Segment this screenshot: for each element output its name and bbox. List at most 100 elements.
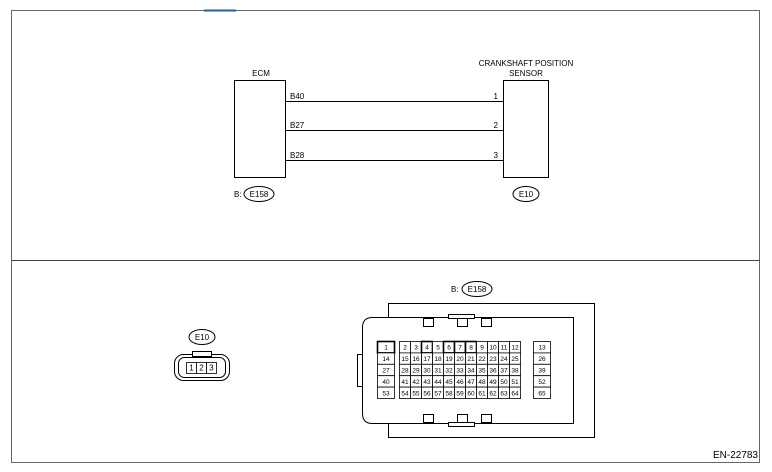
e158-bottom-latch bbox=[457, 414, 468, 423]
e158-pin: 45 bbox=[443, 375, 455, 388]
pin-number: 49 bbox=[489, 379, 497, 386]
pin-number: 1 bbox=[384, 345, 388, 352]
e158-top-latch bbox=[481, 318, 492, 327]
e158-pin: 18 bbox=[432, 352, 444, 365]
pin-number: 52 bbox=[538, 379, 546, 386]
e158-pin: 40 bbox=[377, 375, 395, 388]
e158-bottom-latch bbox=[423, 414, 434, 423]
e158-pin: 28 bbox=[399, 363, 411, 377]
e158-pin: 47 bbox=[465, 375, 477, 388]
e158-pin: 65 bbox=[533, 386, 551, 399]
e158-pin: 35 bbox=[476, 363, 488, 377]
e158-pin: 36 bbox=[487, 363, 499, 377]
pin-number: 30 bbox=[423, 368, 431, 375]
pin-number: 63 bbox=[500, 390, 508, 397]
e158-label: E158 bbox=[468, 285, 487, 294]
pin-number: 10 bbox=[489, 345, 497, 352]
e158-top-latch bbox=[457, 318, 468, 327]
e158-pin: 8 bbox=[464, 340, 478, 354]
e158-pin: 16 bbox=[410, 352, 422, 365]
wire-b40: B40 1 bbox=[286, 92, 503, 102]
pin-number: 23 bbox=[489, 356, 497, 363]
e158-pin: 27 bbox=[377, 363, 395, 377]
pin-number: 12 bbox=[511, 345, 519, 352]
pin-number: 33 bbox=[456, 368, 464, 375]
ecm-connector-ellipse bbox=[243, 186, 275, 202]
e10-latch bbox=[192, 351, 212, 357]
e158-pin: 54 bbox=[399, 386, 411, 399]
crankshaft-sensor-unit: CRANKSHAFT POSITION SENSOR bbox=[479, 59, 573, 178]
e158-pin: 6 bbox=[442, 340, 456, 354]
pin-number: 1 bbox=[189, 364, 194, 373]
pin-number: 9 bbox=[480, 345, 484, 352]
e158-pin: 33 bbox=[454, 363, 466, 377]
e10-label: E10 bbox=[195, 333, 210, 342]
e158-pin: 57 bbox=[432, 386, 444, 399]
pin-number: 29 bbox=[412, 368, 420, 375]
pin-cell bbox=[509, 386, 521, 399]
e158-pin: 32 bbox=[443, 363, 455, 377]
pin-number: 64 bbox=[511, 390, 519, 397]
e158-pin: 15 bbox=[399, 352, 411, 365]
e158-pin: 22 bbox=[476, 352, 488, 365]
pin-number: 34 bbox=[467, 368, 475, 375]
pin-number: 62 bbox=[489, 390, 497, 397]
e158-pin: 2 bbox=[399, 341, 411, 354]
e158-pin: 39 bbox=[533, 363, 551, 377]
e158-pin: 44 bbox=[432, 375, 444, 388]
pin-number: 61 bbox=[478, 390, 486, 397]
e158-top-tab bbox=[448, 314, 475, 319]
e158-outer-shell bbox=[388, 303, 595, 438]
pin-number: 50 bbox=[500, 379, 508, 386]
e158-pin: 59 bbox=[454, 386, 466, 399]
pin-number: 11 bbox=[501, 345, 508, 352]
pin-number: 36 bbox=[489, 368, 497, 375]
e158-pin: 12 bbox=[509, 341, 521, 354]
pin-cell bbox=[533, 386, 551, 399]
sensor-connector-ref: E10 bbox=[512, 186, 540, 202]
sensor-connector-id: E10 bbox=[519, 190, 534, 199]
pin-number: 17 bbox=[423, 356, 431, 363]
e158-pin: 29 bbox=[410, 363, 422, 377]
pin-number: 26 bbox=[538, 356, 546, 363]
diagram-frame bbox=[11, 10, 760, 463]
e158-bottom-latch bbox=[481, 414, 492, 423]
e158-pin: 24 bbox=[498, 352, 510, 365]
pin-number: 32 bbox=[445, 368, 453, 375]
pin-number: 48 bbox=[478, 379, 486, 386]
pin-number: 65 bbox=[538, 390, 546, 397]
pin-number: 20 bbox=[456, 356, 464, 363]
pin-number: 39 bbox=[538, 368, 546, 375]
e158-pin: 61 bbox=[476, 386, 488, 399]
pin-number: 37 bbox=[500, 368, 508, 375]
pin-number: 59 bbox=[456, 390, 464, 397]
e158-pin: 55 bbox=[410, 386, 422, 399]
pin-number: 58 bbox=[445, 390, 453, 397]
sensor-connector-ellipse bbox=[512, 186, 540, 202]
pin-number: 60 bbox=[467, 390, 475, 397]
pin-number: 3 bbox=[414, 345, 418, 352]
e158-pin: 3 bbox=[410, 341, 422, 354]
pin-number: 8 bbox=[469, 345, 473, 352]
pin-number: 55 bbox=[412, 390, 420, 397]
e158-pin: 46 bbox=[454, 375, 466, 388]
pin-number: 13 bbox=[538, 345, 546, 352]
pin-number: 57 bbox=[434, 390, 442, 397]
pin-number: 53 bbox=[382, 390, 390, 397]
pin-number: 42 bbox=[412, 379, 420, 386]
e158-pin: 63 bbox=[498, 386, 510, 399]
e158-pin: 1 bbox=[376, 340, 396, 354]
e158-pin: 13 bbox=[533, 341, 551, 354]
e158-pin: 31 bbox=[432, 363, 444, 377]
pin-number: 56 bbox=[423, 390, 431, 397]
pin-number: 43 bbox=[423, 379, 431, 386]
figure-id: EN-22783 bbox=[713, 450, 758, 461]
pin-number: 44 bbox=[434, 379, 442, 386]
e158-pin: 4 bbox=[420, 340, 434, 354]
pin-number: 31 bbox=[434, 368, 442, 375]
e158-pin: 9 bbox=[476, 341, 488, 354]
ecm-terminal-label: B40 bbox=[290, 92, 305, 101]
